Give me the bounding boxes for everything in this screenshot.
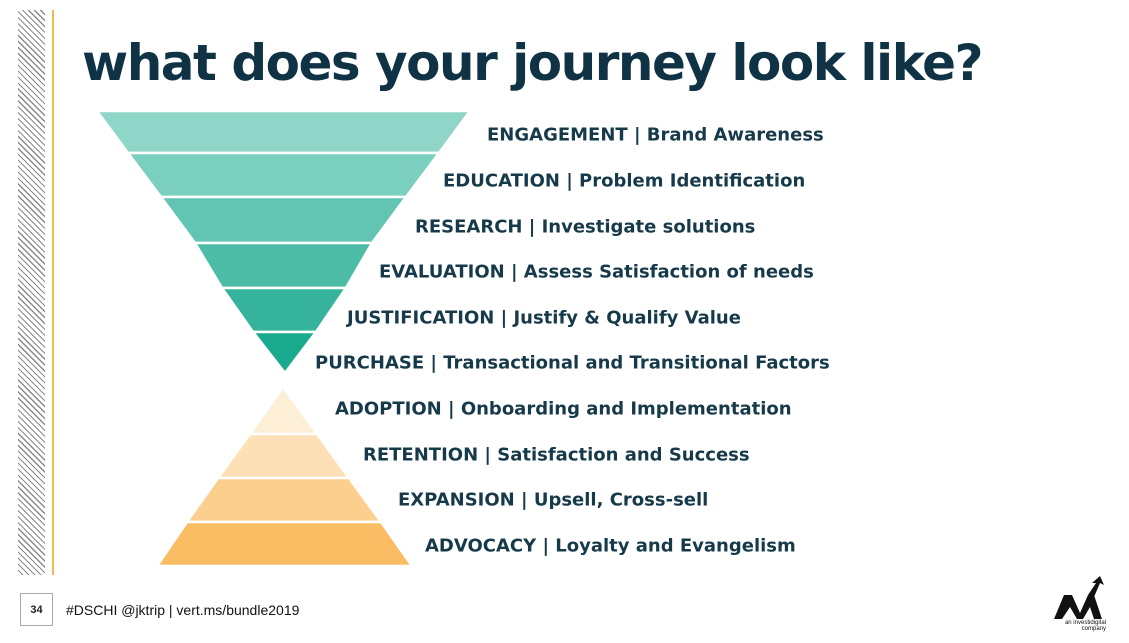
funnel-band-justification bbox=[219, 286, 349, 334]
stage-label-justification: JUSTIFICATION | Justify & Qualify Value bbox=[347, 307, 741, 329]
pyramid-band-advocacy bbox=[154, 520, 415, 568]
page-number: 34 bbox=[20, 593, 53, 626]
pyramid-band-retention bbox=[215, 432, 352, 480]
funnel-band-evaluation bbox=[192, 241, 375, 290]
stage-label-adoption: ADOPTION | Onboarding and Implementation bbox=[335, 398, 792, 420]
stage-label-evaluation: EVALUATION | Assess Satisfaction of need… bbox=[379, 261, 814, 283]
pyramid-band-adoption bbox=[247, 384, 320, 436]
pyramid-band-expansion bbox=[184, 476, 384, 524]
stage-label-advocacy: ADVOCACY | Loyalty and Evangelism bbox=[425, 535, 796, 557]
slide-title: what does your journey look like? bbox=[82, 34, 984, 92]
stage-label-retention: RETENTION | Satisfaction and Success bbox=[363, 444, 750, 466]
stage-label-engagement: ENGAGEMENT | Brand Awareness bbox=[487, 124, 824, 146]
stage-label-expansion: EXPANSION | Upsell, Cross-sell bbox=[398, 489, 709, 511]
company-logo bbox=[1054, 576, 1104, 619]
stage-label-education: EDUCATION | Problem Identification bbox=[443, 170, 806, 192]
footer-text: #DSCHI @jktrip | vert.ms/bundle2019 bbox=[66, 602, 300, 618]
stage-label-research: RESEARCH | Investigate solutions bbox=[415, 216, 756, 238]
decorative-hatch bbox=[18, 10, 45, 575]
funnel-band-engagement bbox=[94, 109, 473, 155]
funnel-band-education bbox=[125, 151, 442, 199]
logo-subtitle: an investidigital company bbox=[1064, 620, 1106, 632]
funnel-band-research bbox=[158, 195, 409, 245]
accent-divider bbox=[52, 10, 54, 575]
stage-label-purchase: PURCHASE | Transactional and Transitiona… bbox=[315, 352, 830, 374]
funnel-band-purchase bbox=[250, 330, 319, 376]
